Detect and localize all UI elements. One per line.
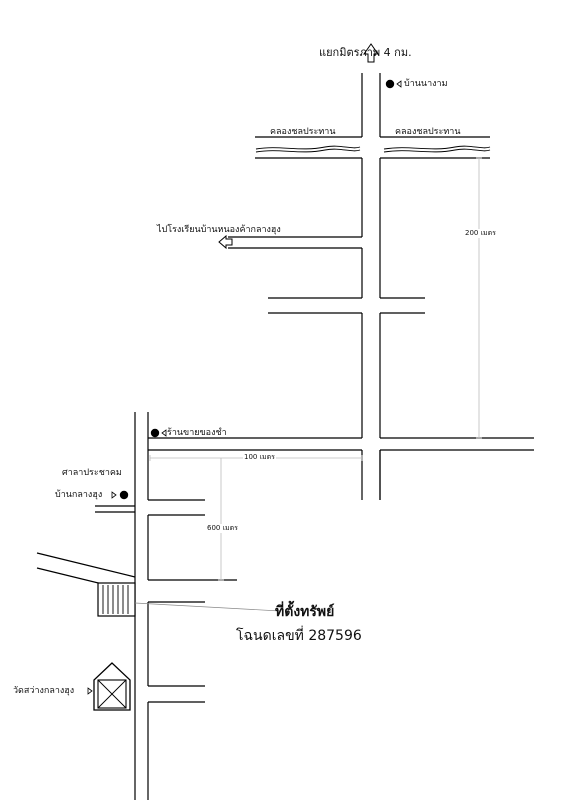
irrigation-canal xyxy=(255,136,491,159)
shop-pointer-icon xyxy=(161,429,167,437)
sala-pointer-icon xyxy=(111,491,117,499)
property-deed-number: โฉนดเลขที่ 287596 xyxy=(236,628,362,644)
north-destination-label: แยกมิตรภาพ 4 กม. xyxy=(319,46,412,59)
canal-label-left: คลองชลประทาน xyxy=(270,127,336,137)
temple-label: วัดสว่างกลางฮุง xyxy=(13,686,75,696)
shop-dot xyxy=(150,428,160,438)
temple-pointer-icon xyxy=(87,687,93,695)
ban-na-ngam-dot xyxy=(385,79,395,89)
distance-600m-label: 600 เมตร xyxy=(206,524,239,533)
sala-road xyxy=(95,505,135,513)
left-arrow-icon xyxy=(218,234,233,250)
distance-100m-label: 100 เมตร xyxy=(243,453,276,462)
sala-dot xyxy=(119,490,129,500)
west-road xyxy=(134,412,149,800)
main-road xyxy=(361,73,381,500)
property-leader-line xyxy=(134,602,281,612)
school-label: ไปโรงเรียนบ้านหนองค้ากลางฮุง xyxy=(157,225,281,235)
shop-label: ร้านขายของชำ xyxy=(167,428,227,438)
property-parcel xyxy=(97,582,136,617)
distance-200m-label: 200 เมตร xyxy=(464,229,497,238)
east-west-road xyxy=(148,437,534,500)
north-arrow-icon xyxy=(363,43,379,63)
dimension-200m xyxy=(476,157,482,439)
ban-na-ngam-label: บ้านนางาม xyxy=(404,79,448,89)
sala-label-line2: บ้านกลางฮุง xyxy=(55,490,103,500)
dimension-600m xyxy=(218,458,224,581)
ban-na-ngam-pointer-icon xyxy=(396,80,402,88)
canal-label-right: คลองชลประทาน xyxy=(395,127,461,137)
property-title: ที่ตั้งทรัพย์ xyxy=(275,604,335,620)
school-road xyxy=(228,236,362,249)
sala-label-line1: ศาลาประชาคม xyxy=(62,468,122,478)
temple-icon xyxy=(93,662,131,711)
side-road-crossing xyxy=(268,297,425,314)
